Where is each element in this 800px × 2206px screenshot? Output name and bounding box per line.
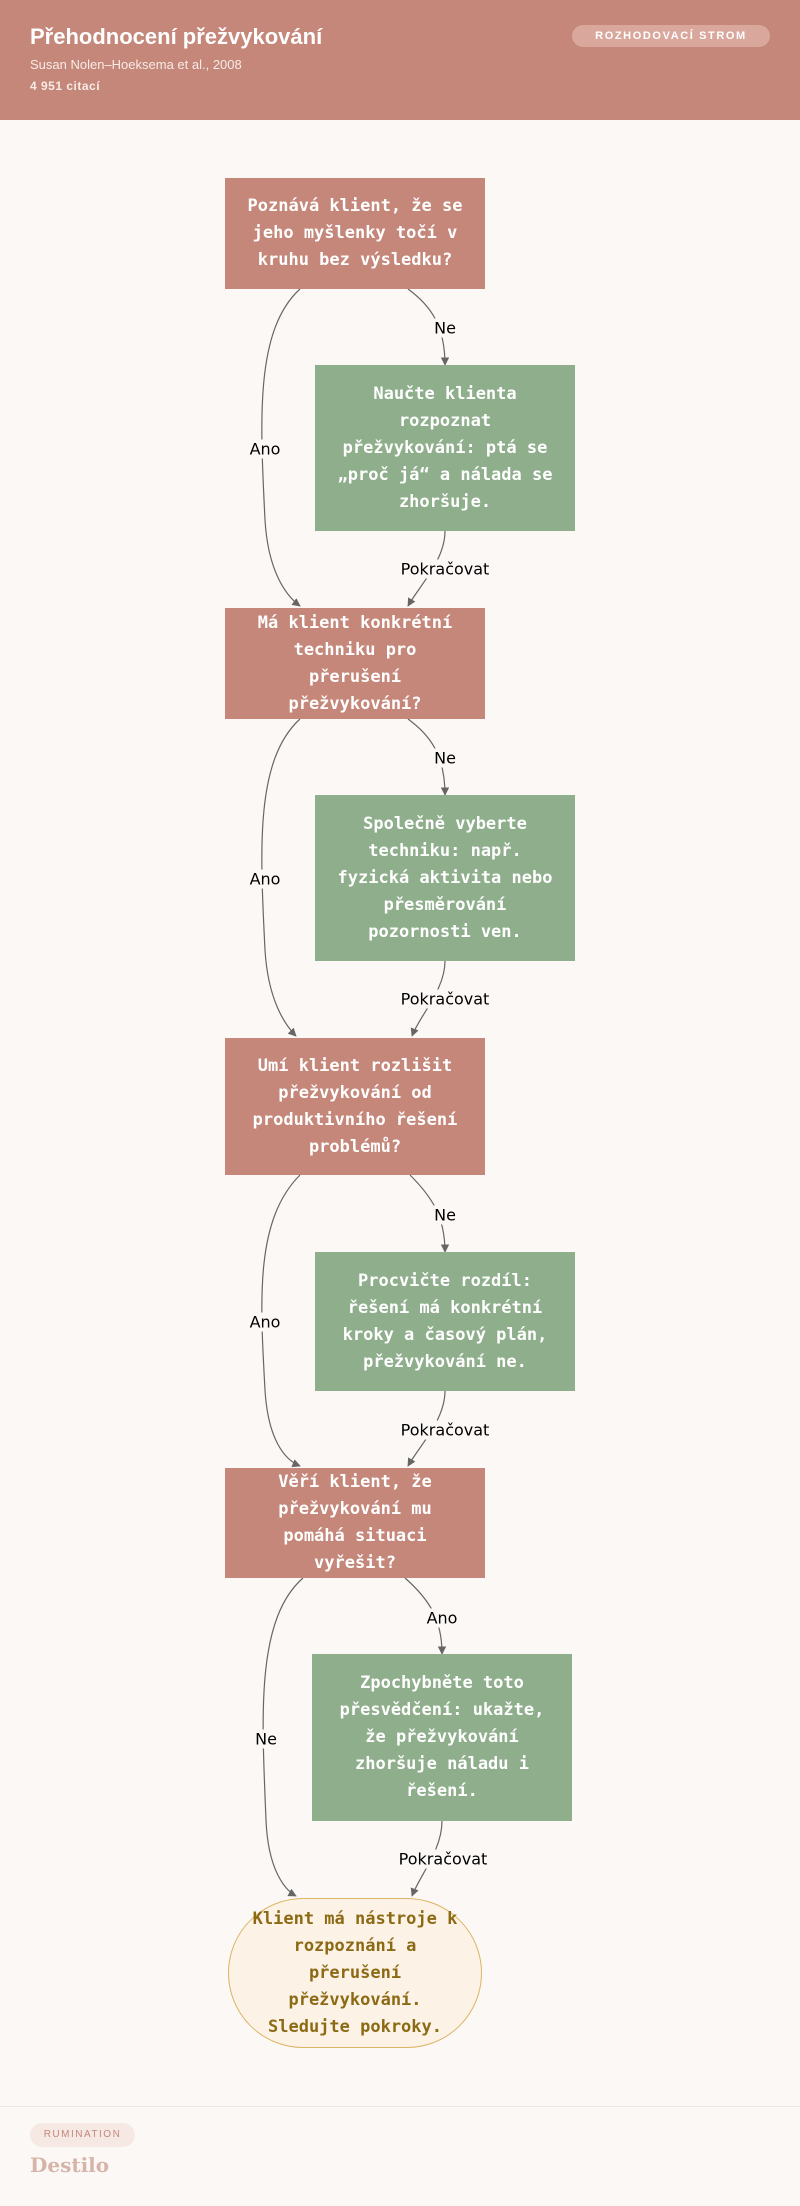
action-node-2: Společně vyberte techniku: např. fyzická… bbox=[315, 795, 575, 961]
edge-label-q2-no: Ne bbox=[433, 748, 457, 768]
question-node-3: Umí klient rozlišit přežvykování od prod… bbox=[225, 1038, 485, 1175]
edge-q1-no bbox=[407, 288, 450, 366]
question-node-4: Věří klient, že přežvykování mu pomáhá s… bbox=[225, 1468, 485, 1578]
action-node-3: Procvičte rozdíl: řešení má konkrétní kr… bbox=[315, 1252, 575, 1391]
edge-label-q1-yes: Ano bbox=[248, 439, 282, 459]
edge-label-q2-yes: Ano bbox=[248, 869, 282, 889]
footer-divider bbox=[0, 2106, 800, 2107]
edge-label-a1-continue: Pokračovat bbox=[399, 559, 491, 579]
edge-label-q4-yes: Ano bbox=[425, 1608, 459, 1628]
action-node-1: Naučte klienta rozpoznat přežvykování: p… bbox=[315, 365, 575, 531]
page-title: Přehodnocení přežvykování bbox=[30, 24, 323, 49]
edge-label-a4-continue: Pokračovat bbox=[397, 1849, 489, 1869]
citation-count: 4 951 citací bbox=[30, 79, 101, 93]
authors-line: Susan Nolen–Hoeksema et al., 2008 bbox=[30, 57, 242, 72]
edge-q3-yes bbox=[261, 1174, 301, 1468]
edge-q2-yes bbox=[261, 718, 301, 1037]
header-bar: Přehodnocení přežvykování Susan Nolen–Ho… bbox=[0, 0, 800, 120]
edge-label-q3-yes: Ano bbox=[248, 1312, 282, 1332]
action-node-4: Zpochybněte toto přesvědčení: ukažte, že… bbox=[312, 1654, 572, 1821]
edge-label-q3-no: Ne bbox=[433, 1205, 457, 1225]
topic-tag: RUMINATION bbox=[30, 2123, 135, 2147]
edge-q1-yes bbox=[261, 288, 301, 607]
edge-label-q1-no: Ne bbox=[433, 318, 457, 338]
question-node-1: Poznává klient, že se jeho myšlenky točí… bbox=[225, 178, 485, 289]
diagram-type-badge: ROZHODOVACÍ STROM bbox=[572, 25, 770, 47]
brand-logo: Destilo bbox=[30, 2153, 110, 2177]
edge-label-q4-no: Ne bbox=[254, 1729, 278, 1749]
edge-label-a3-continue: Pokračovat bbox=[399, 1420, 491, 1440]
edge-q4-no bbox=[262, 1577, 304, 1897]
end-node: Klient má nástroje k rozpoznání a přeruš… bbox=[228, 1898, 482, 2048]
edge-q2-no bbox=[407, 718, 450, 796]
edge-label-a2-continue: Pokračovat bbox=[399, 989, 491, 1009]
question-node-2: Má klient konkrétní techniku pro přeruše… bbox=[225, 608, 485, 719]
